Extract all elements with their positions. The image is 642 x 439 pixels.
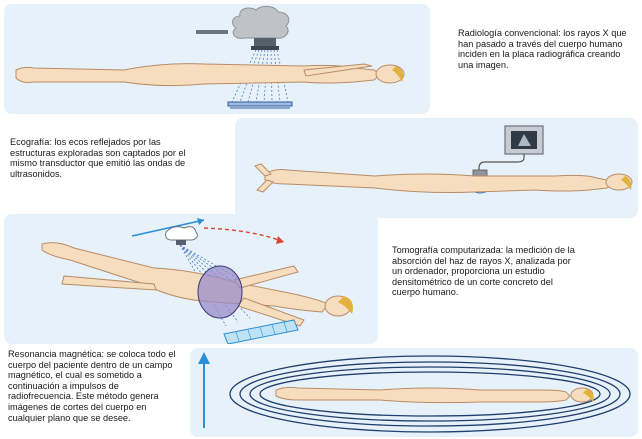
- caption-tomografia: Tomografía computarizada: la medición de…: [392, 245, 582, 298]
- patient-figure: [276, 387, 593, 402]
- mri-panel: [190, 348, 638, 437]
- xray-tube-icon: [196, 6, 289, 50]
- ultrasound-monitor-icon: [479, 126, 543, 170]
- xray-illustration: [4, 4, 430, 114]
- magnetic-field-arrow-icon: [198, 352, 210, 428]
- ct-panel: [4, 214, 378, 344]
- patient-figure: [255, 164, 632, 193]
- caption-resonancia: Resonancia magnética: se coloca todo el …: [8, 349, 186, 423]
- mri-illustration: [190, 348, 638, 437]
- arrowhead-icon: [276, 236, 284, 244]
- xray-plate-icon: [228, 102, 292, 108]
- patient-figure: [16, 64, 404, 86]
- ct-tube-icon: [166, 227, 198, 245]
- caption-radiologia: Radiología convencional: los rayos X que…: [458, 28, 638, 70]
- xray-panel: [4, 4, 430, 114]
- ultrasound-illustration: [235, 118, 638, 218]
- ct-slice-icon: [198, 266, 242, 318]
- patient-figure: [42, 243, 351, 326]
- ultrasound-panel: [235, 118, 638, 218]
- ct-illustration: [4, 214, 378, 344]
- caption-ecografia: Ecografía: los ecos reflejados por las e…: [10, 137, 200, 179]
- rotation-path-arrow: [204, 228, 284, 242]
- arrowhead-icon: [197, 218, 204, 225]
- ct-detector-icon: [224, 320, 298, 344]
